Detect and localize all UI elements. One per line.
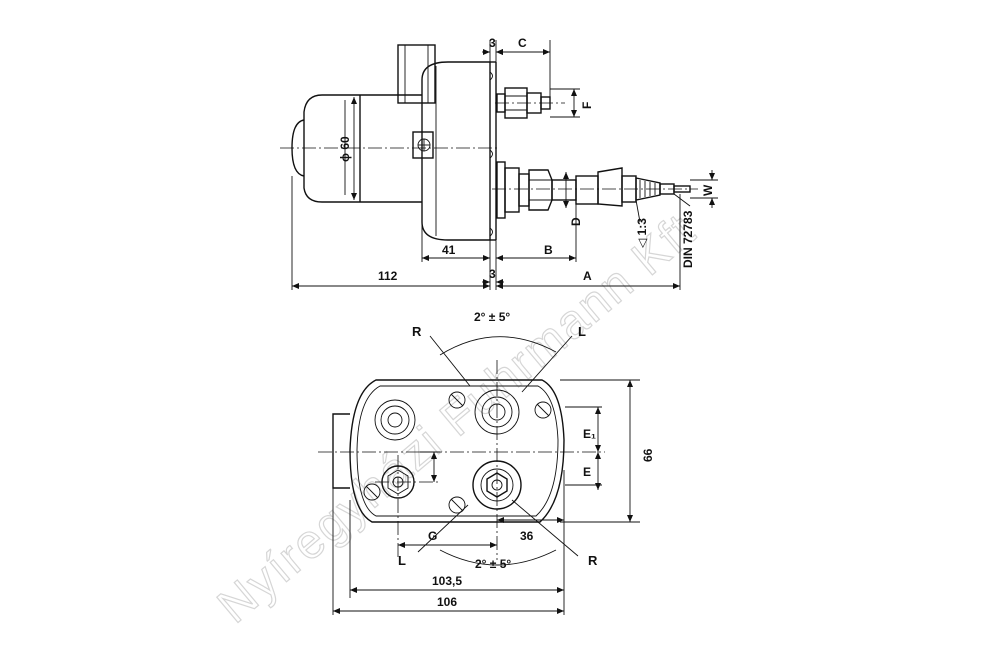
dim-41: 41	[442, 243, 456, 257]
mounting-tab	[332, 413, 350, 489]
motor-body	[291, 94, 422, 203]
dim-36: 36	[520, 529, 534, 543]
leader-r-bottom	[511, 499, 579, 557]
dim-3-top: 3	[489, 36, 496, 50]
dim-b: B	[544, 243, 553, 257]
label-r-top: R	[412, 324, 422, 339]
dim-e: E	[583, 465, 591, 479]
dim-3-bottom: 3	[489, 267, 496, 281]
terminal-clip	[412, 131, 434, 159]
screws	[363, 391, 552, 514]
leader-l-top	[521, 335, 573, 393]
label-r-bottom: R	[588, 553, 598, 568]
label-l-top: L	[578, 324, 586, 339]
dim-66: 66	[641, 448, 655, 462]
dim-w: W	[701, 184, 715, 196]
centre-lines	[318, 360, 605, 560]
label-l-bottom: L	[398, 553, 406, 568]
dim-103-5: 103,5	[432, 574, 462, 588]
angle-top: 2° ± 5°	[474, 310, 510, 324]
dim-g: G	[428, 529, 437, 543]
swing-arc-bottom	[439, 549, 557, 566]
din-reference: DIN 72783	[681, 210, 695, 268]
angle-bottom: 2° ± 5°	[475, 557, 511, 571]
dim-phi60: ϕ 60	[338, 136, 352, 162]
dim-taper: ◁ 1:3	[635, 218, 649, 249]
spindle-boss-upper-left	[374, 399, 416, 441]
dim-106: 106	[437, 595, 457, 609]
side-view: 3 C F ϕ 60 D ◁ 1:3 W DIN 72783 41 3 B A …	[280, 36, 718, 290]
dim-a: A	[583, 269, 592, 283]
taper-leader	[635, 199, 641, 223]
upper-spindle	[495, 87, 565, 119]
leader-r-top	[429, 335, 471, 387]
connector-block	[397, 44, 436, 104]
dim-112: 112	[378, 269, 398, 283]
dim-f: F	[580, 102, 594, 109]
din-leader	[673, 193, 691, 207]
dim-d: D	[569, 217, 583, 226]
front-view: R L 2° ± 5° E₁ E 66 G 36 L R 2° ± 5° 103…	[318, 310, 655, 615]
dim-c: C	[518, 36, 527, 50]
swing-arc-top	[439, 336, 557, 356]
dim-e1: E₁	[583, 427, 596, 441]
housing-outline	[349, 379, 565, 523]
watermark-text: Nyíregyházi Fuhrmann Kft	[208, 204, 706, 634]
